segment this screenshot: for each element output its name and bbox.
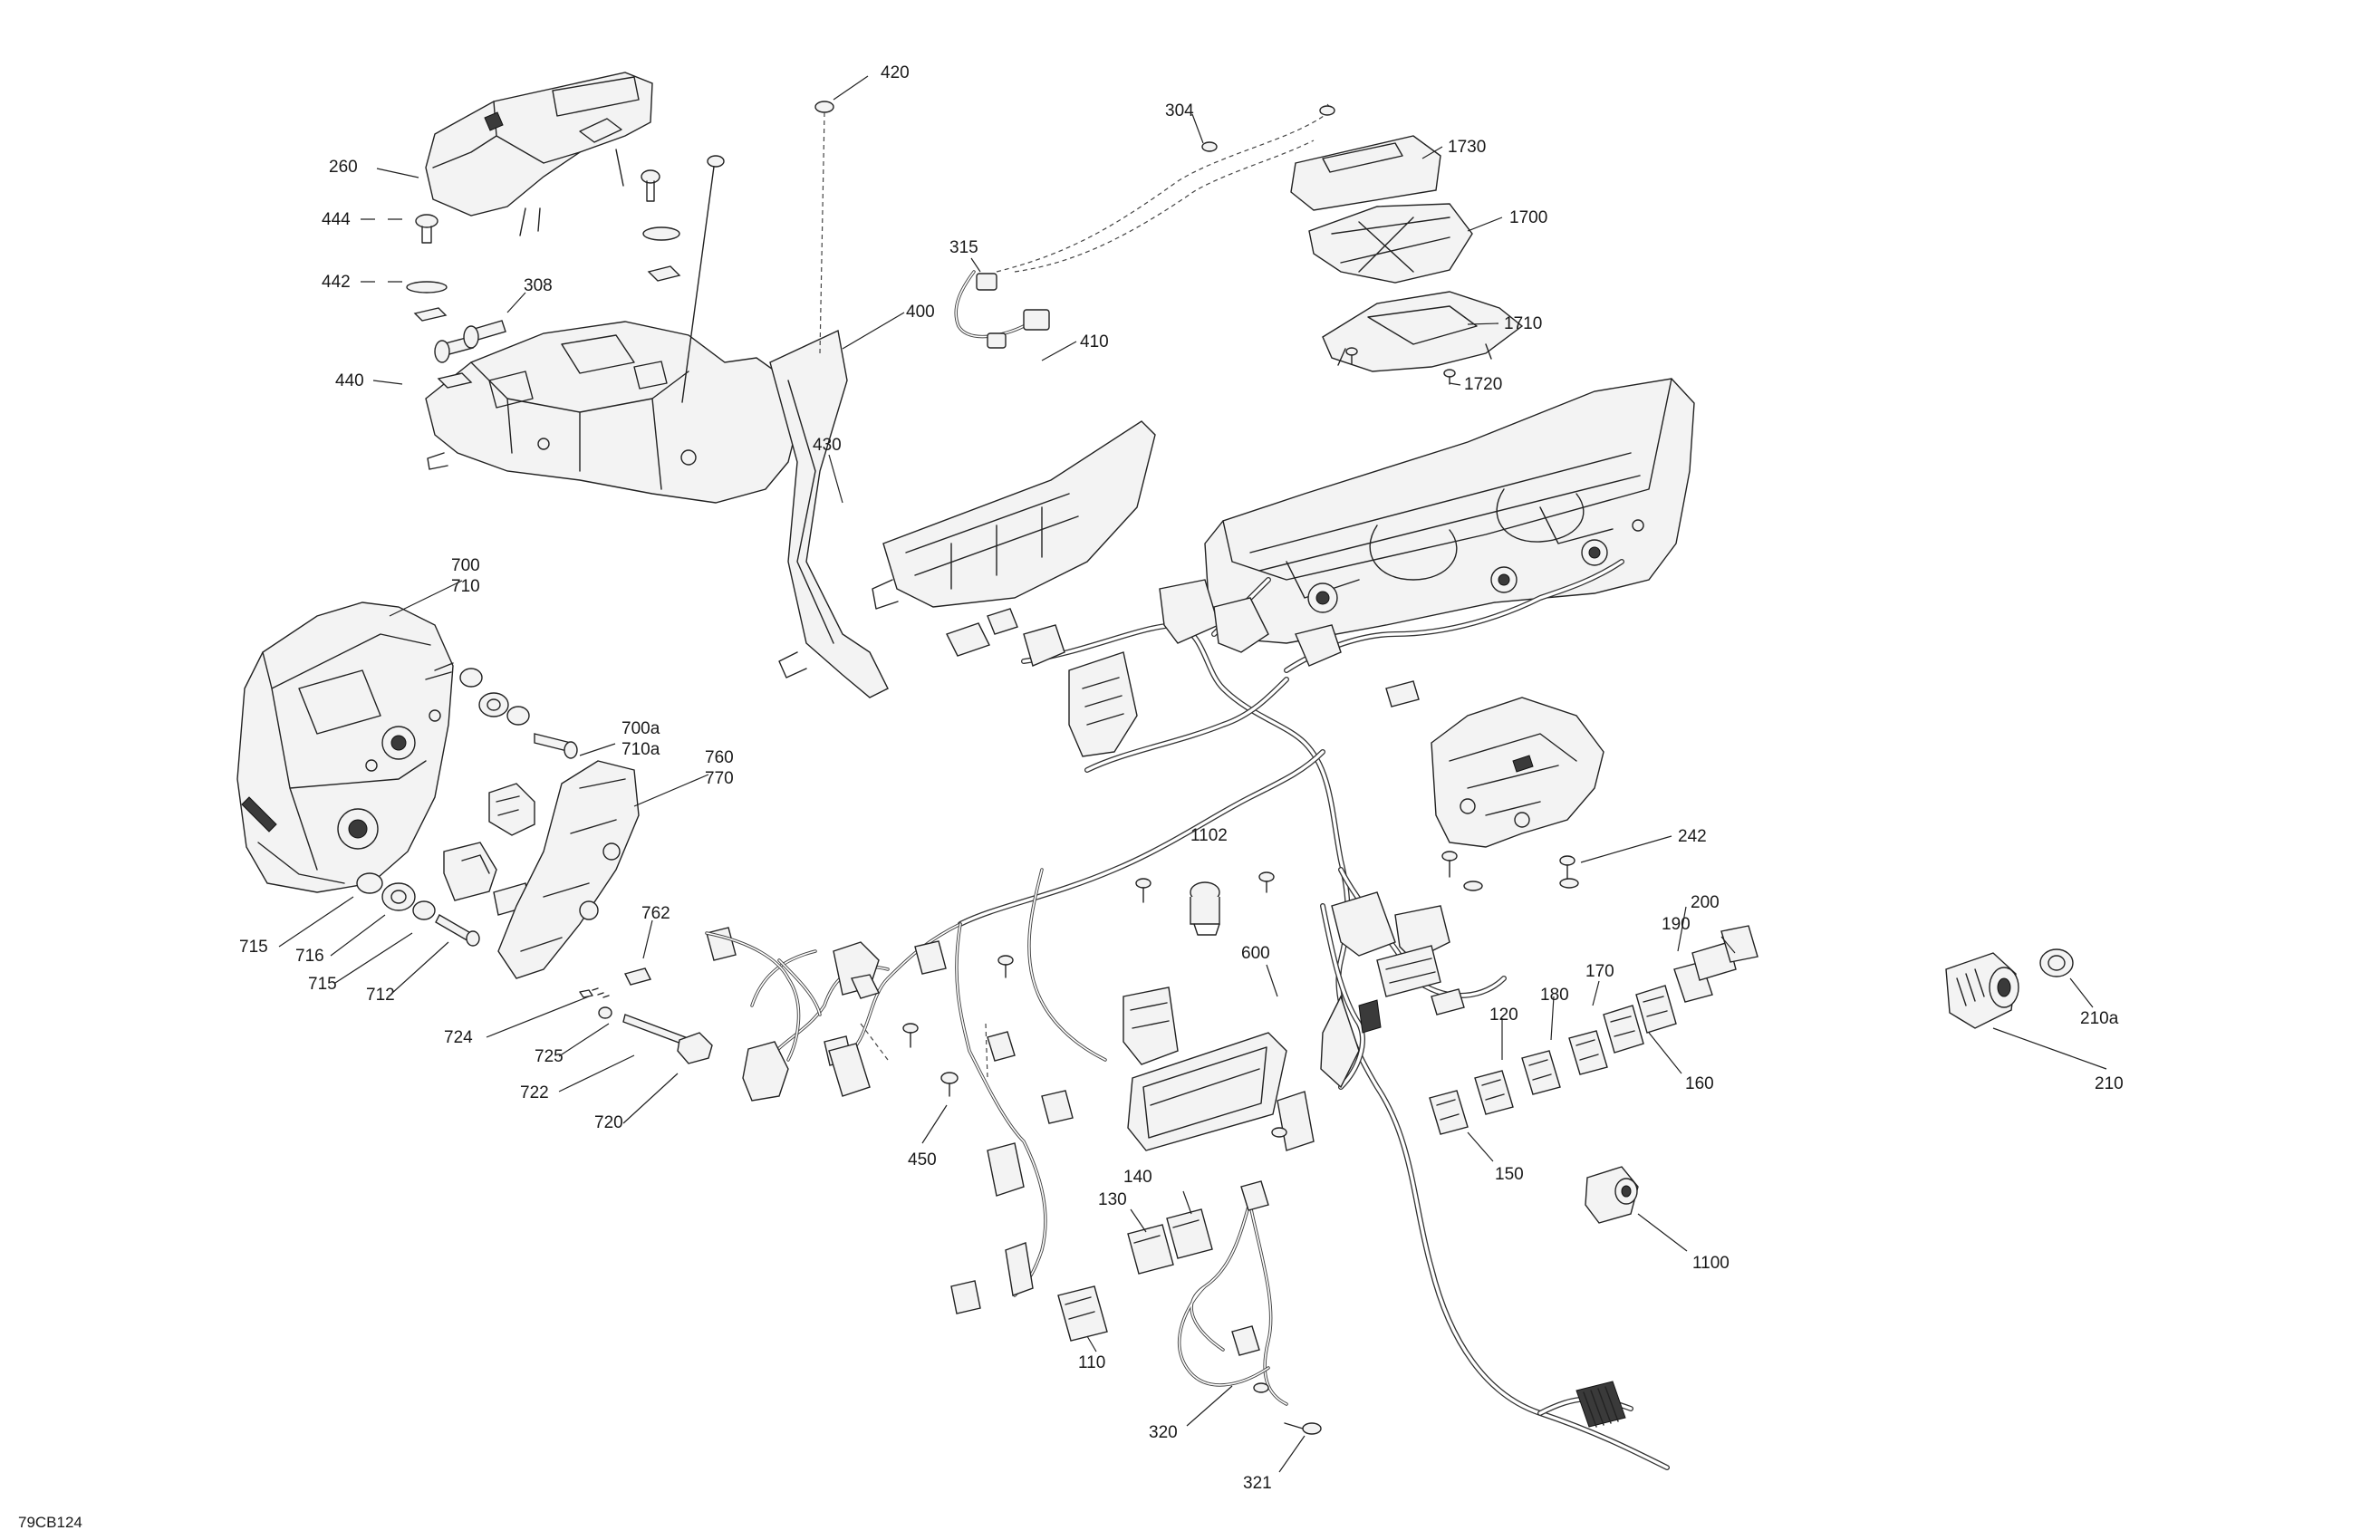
part-cluster-housing [1204,378,1695,644]
callout-762: 762 [641,904,670,923]
callout-720: 720 [594,1113,623,1132]
part-switch-row [1429,925,1759,1135]
callout-315: 315 [949,238,978,257]
part-center-fasteners [902,871,1287,1138]
callout-724: 724 [444,1028,473,1047]
callout-1730: 1730 [1448,138,1486,157]
callout-440: 440 [335,371,364,390]
part-ignition-210 [1945,948,2074,1029]
callout-770: 770 [705,769,734,788]
callout-442: 442 [322,273,351,292]
callout-180: 180 [1540,986,1569,1005]
callout-715-b: 715 [308,975,337,994]
callout-400: 400 [906,303,935,322]
part-switch-1102 [1190,881,1220,936]
callout-110: 110 [1078,1353,1105,1372]
callout-labels: 420 304 1730 1700 1710 1720 260 444 442 … [18,63,2124,1531]
part-display-600 [1127,1032,1287,1151]
leader-lines [278,75,2107,1473]
callout-715-a: 715 [239,938,268,957]
callout-710a: 710a [621,740,660,759]
callout-710: 710 [451,577,480,596]
part-lamp-bracket-760 [443,760,640,979]
callout-712: 712 [366,986,395,1005]
callout-150: 150 [1495,1165,1524,1184]
part-headlight-700 [236,602,454,893]
callout-700a: 700a [621,719,660,738]
callout-321: 321 [1243,1474,1272,1493]
callout-760: 760 [705,748,734,767]
callout-430: 430 [813,436,842,455]
part-subharness-320 [1178,1180,1322,1435]
callout-210: 210 [2095,1074,2124,1093]
part-main-harness [705,559,1670,1470]
part-bracket-242 [1431,697,1604,891]
part-switch-1100 [1585,1166,1639,1224]
callout-450: 450 [908,1150,937,1169]
part-lower-switches [1057,1208,1213,1342]
drawing-reference: 79CB124 [18,1514,82,1531]
part-bracket-1700 [1308,203,1473,284]
callout-1100: 1100 [1692,1254,1730,1273]
part-adjuster-720 [579,967,713,1064]
callout-140: 140 [1123,1168,1152,1187]
callout-320: 320 [1149,1423,1178,1442]
callout-410: 410 [1080,332,1109,351]
callout-725: 725 [535,1047,564,1066]
callout-210a: 210a [2080,1009,2119,1028]
callout-700: 700 [451,556,480,575]
callout-1700: 1700 [1509,208,1547,227]
callout-130: 130 [1098,1190,1127,1209]
callout-170: 170 [1585,962,1614,981]
callout-304: 304 [1165,101,1194,120]
callout-600: 600 [1241,944,1270,963]
part-bracket-400 [425,321,798,504]
callout-1720: 1720 [1464,375,1502,394]
part-upper-cover-260 [425,72,653,236]
callout-260: 260 [329,158,358,177]
callout-120: 120 [1489,1006,1518,1025]
callout-308: 308 [524,276,553,295]
callout-420: 420 [881,63,910,82]
callout-200: 200 [1691,893,1720,912]
part-sensor-315 [954,103,1335,349]
callout-722: 722 [520,1083,549,1102]
part-rail-bracket [769,329,1156,698]
callout-242: 242 [1678,827,1707,846]
callout-190: 190 [1662,915,1691,934]
part-plate-1710 [1322,291,1524,385]
callout-444: 444 [322,210,351,229]
callout-160: 160 [1685,1074,1714,1093]
part-fasteners-top [406,101,834,403]
callout-1710: 1710 [1504,314,1542,333]
callout-716: 716 [295,947,324,966]
part-module-1730 [1290,135,1441,211]
callout-1102: 1102 [1190,826,1228,845]
